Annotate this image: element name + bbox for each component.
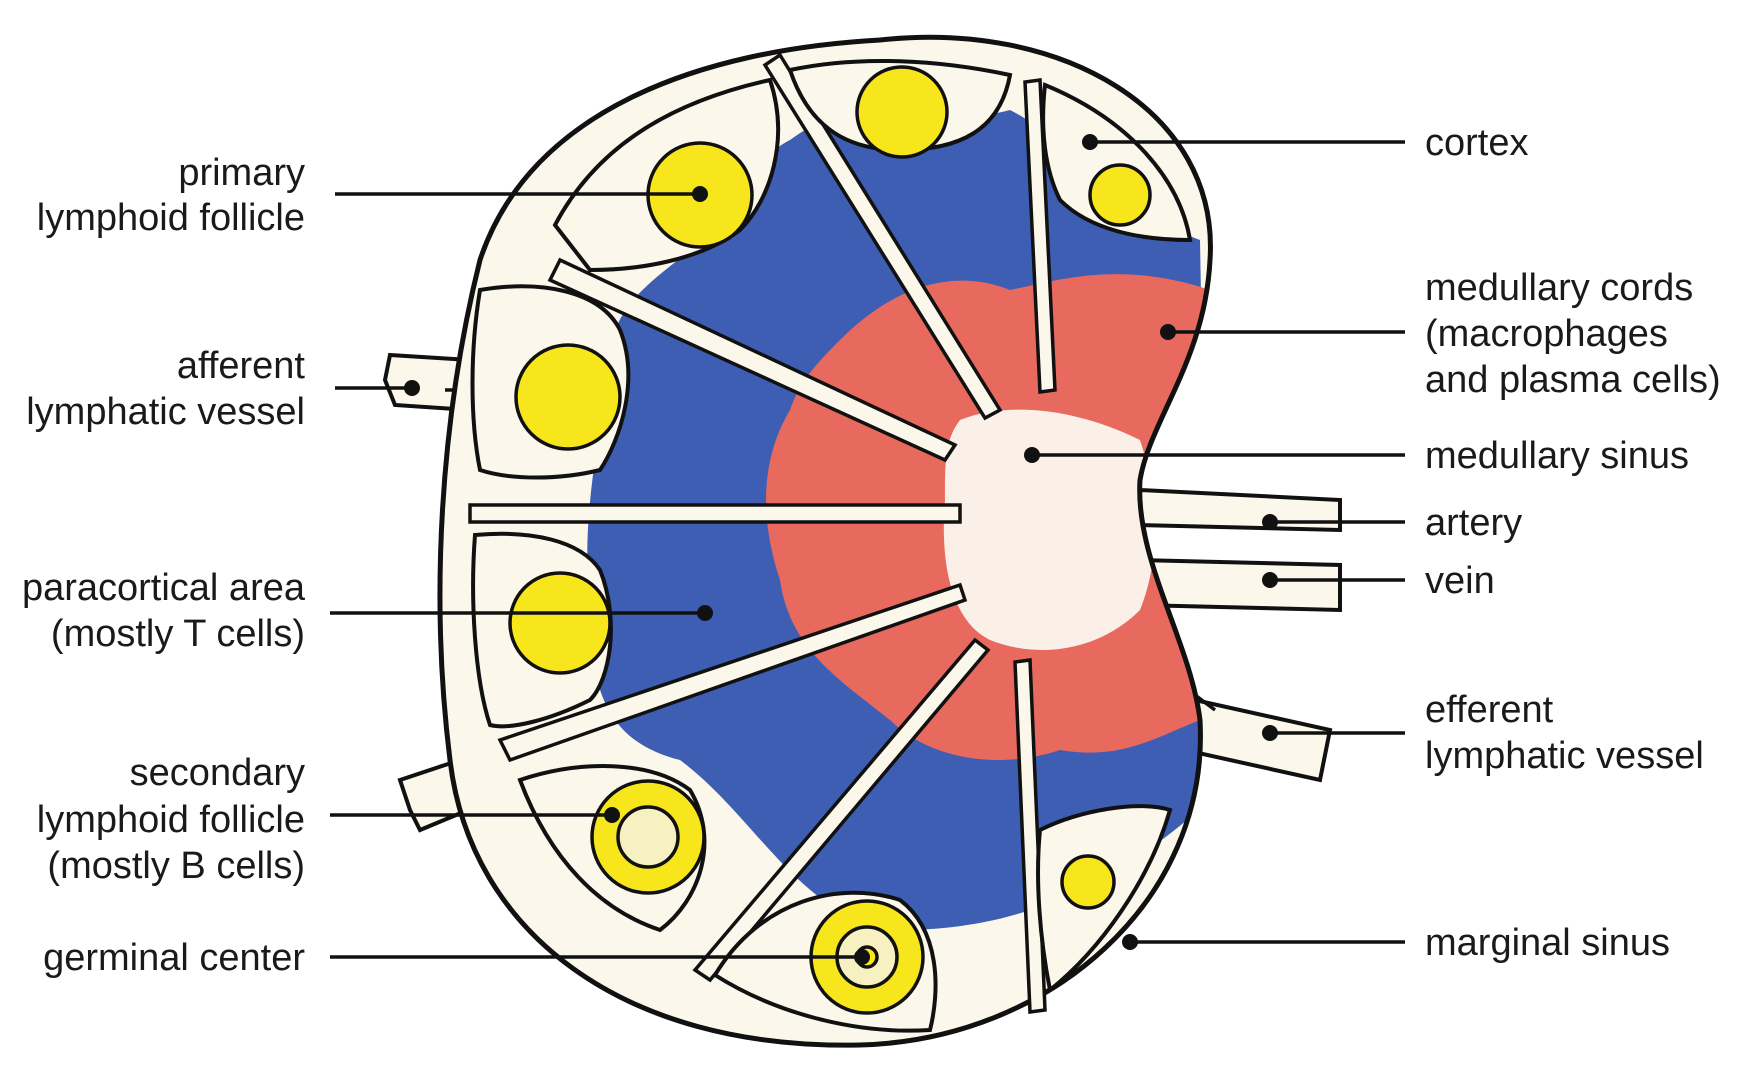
medullary-sinus (944, 410, 1155, 650)
svg-text:primary: primary (178, 152, 305, 194)
label-paracortical-area: paracortical area (mostly T cells) (22, 567, 306, 655)
svg-text:and plasma cells): and plasma cells) (1425, 359, 1721, 401)
label-vein: vein (1425, 560, 1495, 602)
svg-text:germinal center: germinal center (43, 937, 305, 979)
svg-text:lymphoid follicle: lymphoid follicle (37, 799, 305, 841)
svg-text:afferent: afferent (177, 345, 306, 387)
label-medullary-cords: medullary cords (macrophages and plasma … (1425, 267, 1721, 401)
label-primary-lymphoid-follicle: primary lymphoid follicle (37, 152, 305, 239)
label-medullary-sinus: medullary sinus (1425, 435, 1689, 477)
svg-text:(macrophages: (macrophages (1425, 313, 1668, 355)
label-germinal-center: germinal center (43, 937, 305, 979)
svg-text:cortex: cortex (1425, 122, 1528, 164)
svg-text:efferent: efferent (1425, 689, 1554, 731)
artery-vein-vessels (1140, 490, 1340, 610)
label-afferent-lymphatic-vessel: afferent lymphatic vessel (26, 345, 305, 433)
svg-text:medullary sinus: medullary sinus (1425, 435, 1689, 477)
svg-text:lymphatic vessel: lymphatic vessel (1425, 735, 1704, 777)
svg-text:vein: vein (1425, 560, 1495, 602)
label-secondary-lymphoid-follicle: secondary lymphoid follicle (mostly B ce… (37, 752, 305, 887)
svg-text:secondary: secondary (130, 752, 305, 794)
svg-text:paracortical area: paracortical area (22, 567, 306, 609)
svg-text:lymphoid follicle: lymphoid follicle (37, 197, 305, 239)
label-marginal-sinus: marginal sinus (1425, 922, 1670, 964)
svg-text:medullary cords: medullary cords (1425, 267, 1693, 309)
label-efferent-lymphatic-vessel: efferent lymphatic vessel (1425, 689, 1704, 777)
svg-text:lymphatic vessel: lymphatic vessel (26, 391, 305, 433)
svg-text:(mostly B cells): (mostly B cells) (47, 845, 305, 887)
svg-text:(mostly T cells): (mostly T cells) (51, 613, 305, 655)
label-cortex: cortex (1425, 122, 1528, 164)
label-artery: artery (1425, 502, 1522, 544)
svg-text:artery: artery (1425, 502, 1522, 544)
svg-text:marginal sinus: marginal sinus (1425, 922, 1670, 964)
lymph-node-body (440, 37, 1210, 1045)
